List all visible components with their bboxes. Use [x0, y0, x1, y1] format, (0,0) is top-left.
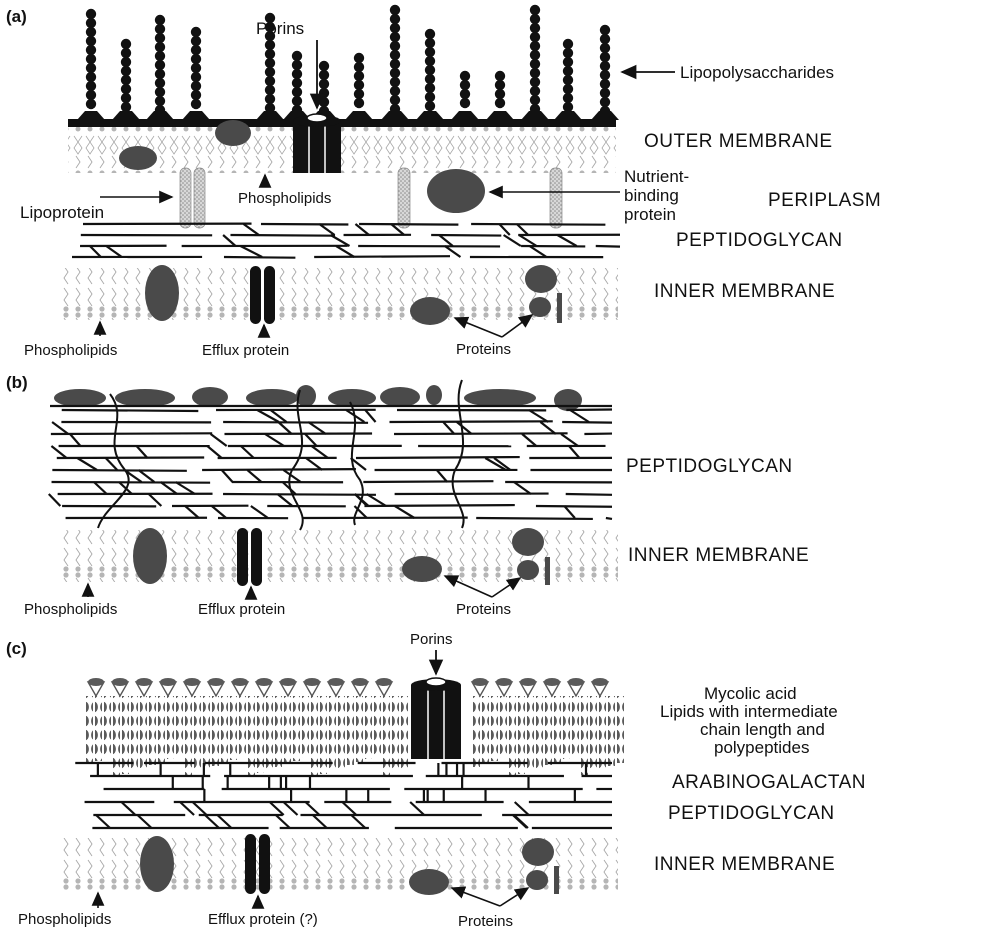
arabinogalactan-label: ARABINOGALACTAN — [672, 772, 866, 793]
panel-c-tag: (c) — [6, 639, 27, 658]
efflux-protein-label: Efflux protein (?) — [208, 911, 318, 928]
proteins-label: Proteins — [456, 341, 511, 358]
peptidoglycan-label: PEPTIDOGLYCAN — [668, 803, 835, 824]
phospholipids-label: Phospholipids — [18, 911, 111, 928]
mycolic-polypeptides-label: polypeptides — [714, 738, 809, 757]
phospholipids-label: Phospholipids — [24, 601, 117, 618]
porins-label: Porins — [410, 631, 453, 648]
inner-membrane-label: INNER MEMBRANE — [654, 281, 835, 302]
nutrient-binding-label-1: Nutrient- — [624, 167, 689, 186]
inner-membrane-protein — [526, 870, 548, 890]
lipopolysaccharides-label: Lipopolysaccharides — [680, 63, 834, 82]
inner-membrane-label: INNER MEMBRANE — [654, 854, 835, 875]
panel-a-tag: (a) — [6, 7, 27, 26]
nutrient-binding-label-2: binding — [624, 186, 679, 205]
outer-membrane-protein — [215, 120, 251, 146]
panel-b-tag: (b) — [6, 373, 28, 392]
panel-b: (b) PEPTIDOGLYCAN INNER MEMBRANE Phospho… — [6, 373, 809, 618]
lipopolysaccharide-chains — [77, 5, 619, 120]
inner-membrane-protein — [140, 836, 174, 892]
proteins-label: Proteins — [456, 601, 511, 618]
lipoprotein — [550, 168, 562, 228]
arabinogalactan-layer — [75, 763, 612, 828]
nutrient-binding-protein — [427, 169, 485, 213]
porin-channel — [411, 678, 461, 759]
mycolic-acid-label: Mycolic acid — [704, 684, 797, 703]
proteins-arrow-left — [452, 888, 500, 906]
porins-label: Porins — [256, 19, 304, 38]
peptidoglycan-layer — [49, 409, 612, 518]
inner-membrane-protein — [402, 556, 442, 582]
surface-proteins — [50, 385, 612, 411]
peptidoglycan-label: PEPTIDOGLYCAN — [676, 230, 843, 251]
inner-membrane-protein — [410, 297, 450, 325]
inner-membrane-protein — [522, 838, 554, 866]
mycolic-lipids-label: Lipids with intermediate — [660, 702, 838, 721]
phospholipids-upper-label: Phospholipids — [238, 190, 331, 207]
outer-membrane-label: OUTER MEMBRANE — [644, 131, 833, 152]
efflux-protein-label: Efflux protein — [198, 601, 285, 618]
proteins-arrow-right — [500, 888, 528, 906]
lipoprotein — [398, 168, 410, 228]
efflux-protein-label: Efflux protein — [202, 342, 289, 359]
proteins-label: Proteins — [458, 913, 513, 930]
panel-c: (c) Porins Mycolic acid Lipids with inte… — [6, 631, 866, 930]
lipoprotein-label: Lipoprotein — [20, 203, 104, 222]
inner-membrane-protein — [554, 866, 559, 894]
lipoprotein — [180, 168, 191, 228]
lps-base-bar — [68, 119, 616, 127]
inner-membrane-protein — [133, 528, 167, 584]
proteins-arrow-left — [455, 318, 502, 337]
inner-membrane-protein — [525, 265, 557, 293]
inner-membrane-protein — [517, 560, 539, 580]
periplasm-label: PERIPLASM — [768, 190, 881, 211]
inner-membrane-protein — [145, 265, 179, 321]
mycolic-chain-label: chain length and — [700, 720, 825, 739]
phospholipids-label: Phospholipids — [24, 342, 117, 359]
lipoprotein — [194, 168, 205, 228]
inner-membrane-protein — [557, 293, 562, 323]
nutrient-binding-label-3: protein — [624, 205, 676, 224]
porin-channel — [293, 114, 341, 173]
inner-membrane-protein — [512, 528, 544, 556]
inner-membrane-protein — [545, 557, 550, 585]
outer-membrane-protein — [119, 146, 157, 170]
inner-membrane-protein — [409, 869, 449, 895]
panel-a: (a) Porins Lipopolysaccharides OUTER MEM… — [6, 5, 881, 359]
peptidoglycan-label: PEPTIDOGLYCAN — [626, 456, 793, 477]
inner-membrane-label: INNER MEMBRANE — [628, 545, 809, 566]
inner-membrane-protein — [529, 297, 551, 317]
peptidoglycan-layer — [72, 224, 620, 258]
